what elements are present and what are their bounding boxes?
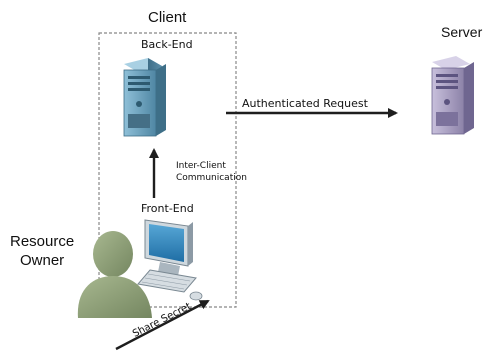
resource-owner-line1: Resource [10, 233, 75, 250]
client-title: Client [148, 9, 187, 26]
server-tower-icon [123, 58, 166, 137]
server-tower-icon [431, 56, 474, 135]
authenticated-request-label: Authenticated Request [242, 97, 368, 110]
server-title: Server [441, 24, 483, 40]
inter-client-label-line2: Communication [176, 173, 247, 183]
back-end-label: Back-End [141, 38, 193, 51]
front-end-label: Front-End [141, 202, 194, 215]
inter-client-label: Inter-Client Communication [176, 160, 247, 184]
client-boundary [98, 32, 237, 308]
share-secret-arrow [115, 299, 210, 351]
person-icon [77, 231, 152, 318]
desktop-computer-icon [137, 219, 203, 301]
resource-owner-line2: Owner [20, 252, 65, 269]
resource-owner-label: Resource Owner [10, 232, 74, 270]
inter-client-label-line1: Inter-Client [176, 161, 226, 171]
